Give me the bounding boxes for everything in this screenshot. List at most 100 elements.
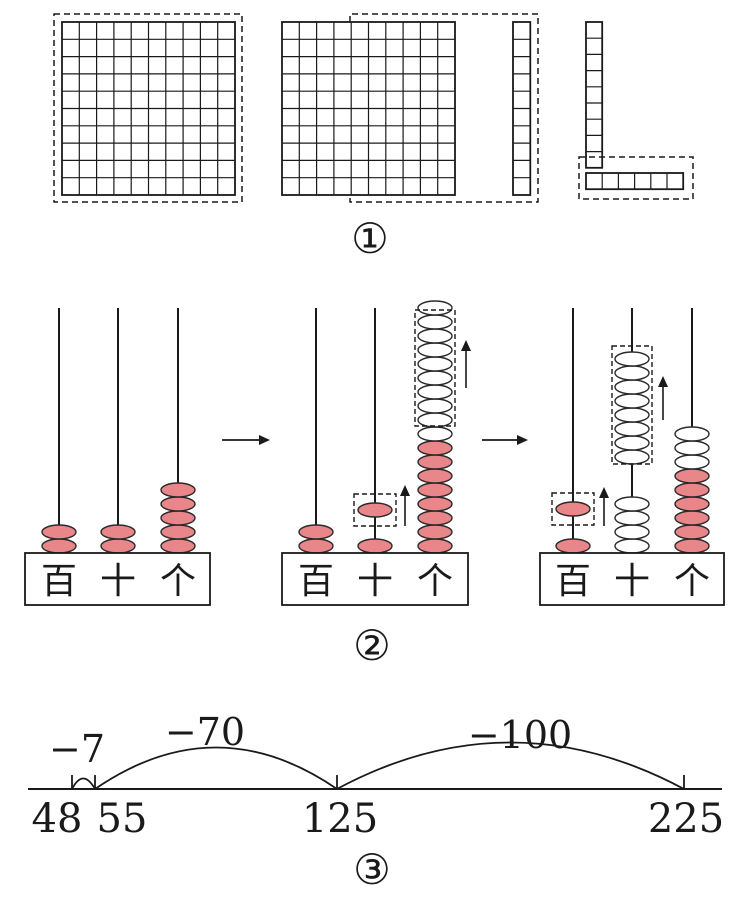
abacus-3-tens-bead (614, 538, 650, 554)
jump-arc-minus-70 (94, 746, 338, 790)
abacus-2-ones-bead (417, 384, 453, 400)
abacus-3-ones-bead (674, 538, 710, 554)
section-label-2: ② (353, 621, 391, 670)
abacus-3-tens-bead (614, 510, 650, 526)
hundred-block-middle (281, 21, 456, 196)
abacus-3-ones-bead (674, 510, 710, 526)
abacus-2-ones-bead (417, 496, 453, 512)
abacus-3-tens-bead (614, 524, 650, 540)
abacus-2-ones-bead (417, 538, 453, 554)
abacus-3-tens-lifted-bead (614, 365, 650, 381)
abacus-2-ones-bead (417, 314, 453, 330)
abacus-3-up-arrow-tens (658, 376, 668, 420)
ten-rod-l-vertical (585, 21, 604, 169)
abacus-3-base (539, 552, 725, 606)
abacus-1-ones-bead (160, 510, 196, 526)
dashed-outline-hundred-left (53, 13, 243, 203)
abacus-3-tens-lifted-bead (614, 407, 650, 423)
abacus-3: 百 十 个 (539, 308, 725, 606)
dashed-outline-l-row (578, 156, 694, 200)
dashed-outline-regroup (349, 13, 539, 203)
abacus-1-ones-bead (160, 538, 196, 554)
abacus-2-ones-bead (417, 328, 453, 344)
abacus-2-ones-bead (417, 356, 453, 372)
abacus-2-tens-lifted-bead (357, 502, 393, 518)
abacus-3-tens-bead (614, 496, 650, 512)
section-label-1: ① (351, 214, 389, 263)
abacus-1-label-ones: 个 (160, 561, 196, 602)
abacus-3-hundreds-bead (555, 538, 591, 554)
abacus-2-base (281, 552, 469, 606)
tick-label-55: 55 (97, 796, 148, 842)
abacus-3-up-arrow-hundreds (599, 487, 609, 526)
jump-arc-minus-100 (336, 741, 685, 790)
jump-arc-minus-7 (71, 777, 96, 790)
abacus-2-ones-bead (417, 412, 453, 428)
abacus-2-tens-bead (357, 538, 393, 554)
abacus-3-ones-bead (674, 496, 710, 512)
base-ten-blocks-panel: ① (53, 13, 694, 263)
abacus-3-tens-lifted-bead (614, 351, 650, 367)
abacus-1-beads (41, 482, 196, 554)
tick-label-48: 48 (32, 796, 83, 842)
abacus-1-ones-bead (160, 524, 196, 540)
abacus-3-ones-bead (674, 426, 710, 442)
jump-label-minus-70: −70 (165, 710, 245, 754)
abacus-3-tens-lifted-bead (614, 435, 650, 451)
abacus-3-label-tens: 十 (614, 561, 650, 602)
abacus-1-hundreds-bead (41, 524, 77, 540)
abacus-1: 百 十 个 (24, 308, 211, 606)
abacus-1-label-hundreds: 百 (41, 561, 77, 602)
tick-label-125: 125 (302, 796, 378, 842)
abacus-3-tens-lifted-bead (614, 421, 650, 437)
transition-arrow-1 (222, 435, 270, 445)
abacus-3-beads (555, 351, 710, 554)
abacus-2-label-tens: 十 (357, 561, 393, 602)
abacus-2-ones-bead (417, 300, 453, 316)
abacus-2-ones-bead (417, 342, 453, 358)
abacus-2-up-arrow-ones (461, 340, 471, 388)
abacus-1-base (24, 552, 211, 606)
abacus-3-ones-bead (674, 440, 710, 456)
number-line-panel: −7 −70 −100 48 55 125 225 ③ (28, 710, 724, 894)
abacus-3-ones-bead (674, 524, 710, 540)
abacus-3-tens-lifted-bead (614, 379, 650, 395)
abacus-1-ones-bead (160, 482, 196, 498)
abacus-2-ones-bead (417, 468, 453, 484)
abacus-2-ones-moved-box (414, 309, 456, 427)
abacus-2-label-hundreds: 百 (298, 561, 334, 602)
abacus-3-tens-lifted-bead (614, 393, 650, 409)
abacus-2-ones-bead (417, 426, 453, 442)
abacus-2-ones-bead (417, 398, 453, 414)
jump-label-minus-7: −7 (49, 727, 105, 771)
abacus-1-tens-bead (100, 538, 136, 554)
abacus-2-hundreds-bead (298, 524, 334, 540)
abacus-2-ones-bead (417, 454, 453, 470)
abacus-3-hundreds-moved-box (551, 492, 595, 526)
ten-rod-vertical (512, 21, 532, 196)
tick-label-225: 225 (648, 796, 724, 842)
abacus-1-hundreds-bead (41, 538, 77, 554)
abacus-2-ones-bead (417, 440, 453, 456)
ten-rod-l-vertical-outline (585, 21, 604, 169)
abacus-3-label-hundreds: 百 (555, 561, 591, 602)
abacus-2-tens-moved-box (353, 493, 397, 527)
abacus-3-hundreds-lifted-bead (555, 501, 591, 517)
jump-label-minus-100: −100 (468, 713, 572, 757)
abacus-2-label-ones: 个 (417, 561, 453, 602)
abacus-2-ones-bead (417, 482, 453, 498)
abacus-2-hundreds-bead (298, 538, 334, 554)
abacus-1-label-tens: 十 (100, 561, 136, 602)
abacus-3-ones-bead (674, 468, 710, 484)
abacus-2-up-arrow-tens (400, 485, 410, 526)
ten-rod-l-horizontal (585, 172, 685, 191)
abacus-3-ones-bead (674, 482, 710, 498)
abacus-3-ones-bead (674, 454, 710, 470)
abacus-1-tens-bead (100, 524, 136, 540)
abacus-2-ones-bead (417, 370, 453, 386)
abacus-3-tens-lifted-bead (614, 449, 650, 465)
abacus-panel: 百 十 个 百 十 个 (24, 300, 725, 670)
abacus-1-ones-bead (160, 496, 196, 512)
abacus-2-ones-bead (417, 510, 453, 526)
